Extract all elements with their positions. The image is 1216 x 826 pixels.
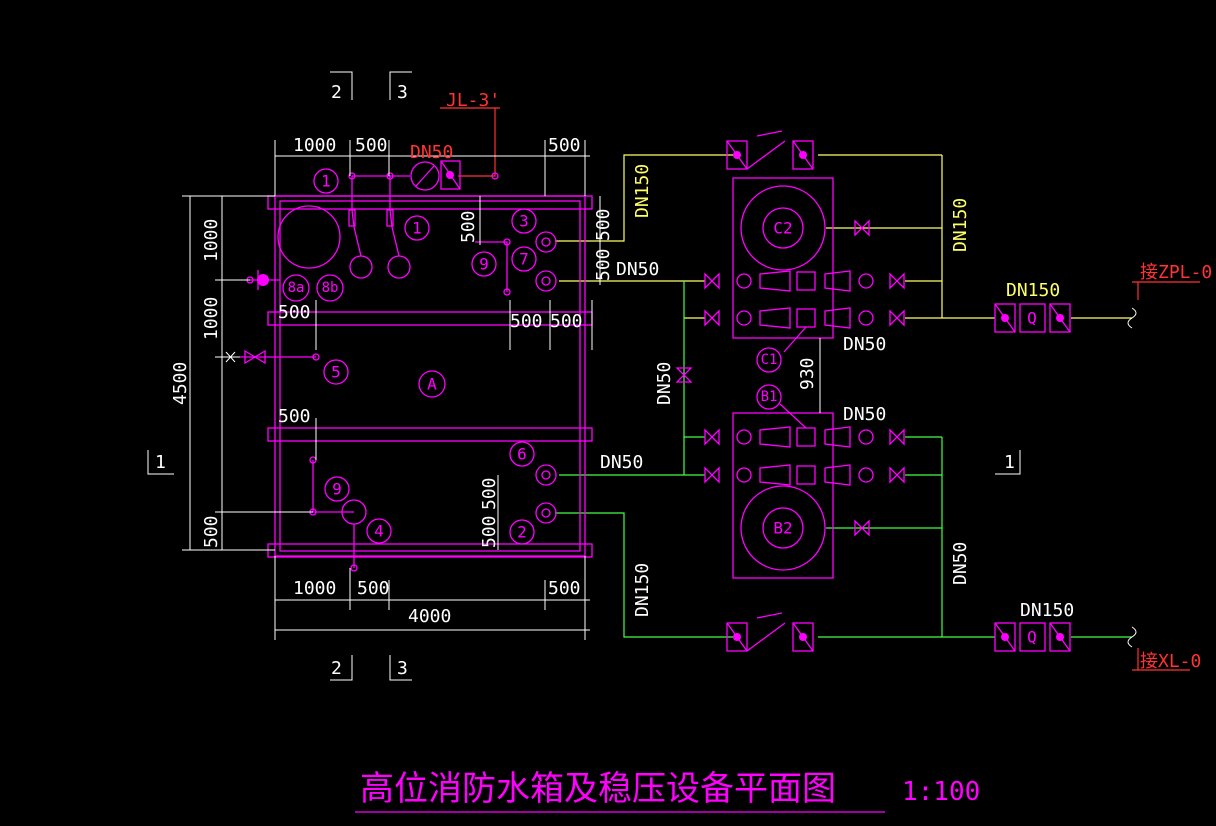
dimension-value: 1000 <box>201 297 222 340</box>
dimension-value: 4000 <box>408 606 451 627</box>
tank-drain-pipes <box>225 270 320 365</box>
dimension-value: 500 <box>593 248 614 281</box>
dimension-texts: 1000 500 500 1000 500 500 4000 500 500 5… <box>170 135 818 627</box>
pipe-size-label: DN50 <box>950 542 971 585</box>
connection-label-zpl: 接ZPL-0 <box>1140 262 1212 283</box>
pipe-size-label: DN50 <box>843 404 886 425</box>
pressure-gauge-icon <box>410 161 440 191</box>
bubble-8b: 8b <box>322 280 339 296</box>
riser-label-jl: JL-3' <box>446 90 500 111</box>
flow-meter-symbol: Q <box>1027 309 1037 328</box>
dimension-value: 1000 <box>293 135 336 156</box>
dimension-value: 930 <box>797 357 818 390</box>
dimension-value: 500 <box>479 477 500 510</box>
section-mark-1: 1 <box>1004 452 1015 473</box>
pipe-size-label: DN150 <box>1006 280 1060 301</box>
pump-set-c <box>732 177 874 353</box>
dimension-value: 500 <box>550 311 583 332</box>
flow-meter-top: Q <box>994 303 1071 333</box>
water-tank <box>267 176 593 572</box>
section-mark-3: 3 <box>397 82 408 103</box>
bubble-5: 5 <box>331 363 341 382</box>
dimension-value: 500 <box>510 311 543 332</box>
dimension-value: 1000 <box>293 578 336 599</box>
drawing-title: 高位消防水箱及稳压设备平面图 <box>360 769 836 809</box>
dimension-value: 500 <box>593 208 614 241</box>
bubble-B2: B2 <box>773 519 792 538</box>
bubble-B1: B1 <box>761 389 778 405</box>
yellow-pipes <box>555 154 1132 319</box>
pipe-size-label: DN50 <box>410 142 453 163</box>
bubble-1: 1 <box>412 219 422 238</box>
bubble-A: A <box>427 375 437 394</box>
bubble-4: 4 <box>374 522 384 541</box>
bubble-3: 3 <box>519 212 529 231</box>
pipe-size-label: DN150 <box>632 563 653 617</box>
dimension-value: 500 <box>278 406 311 427</box>
section-marks: 2 3 2 3 1 1 <box>147 71 1021 681</box>
section-mark-2: 2 <box>331 82 342 103</box>
dimension-lines <box>182 140 821 640</box>
bubble-9: 9 <box>479 255 489 274</box>
dimension-value: 500 <box>278 302 311 323</box>
check-valve-top <box>726 130 814 170</box>
dimension-value: 1000 <box>201 219 222 262</box>
flow-meter-bottom: Q <box>994 622 1071 652</box>
connection-label-xl: 接XL-0 <box>1140 651 1201 672</box>
section-mark-2: 2 <box>331 658 342 679</box>
pipe-size-label: DN150 <box>632 164 653 218</box>
dimension-value: 500 <box>479 515 500 548</box>
pipe-size-label: DN150 <box>950 198 971 252</box>
tank-inlet <box>348 160 499 191</box>
green-pipes <box>555 281 1132 638</box>
bubble-9: 9 <box>332 480 342 499</box>
pipe-size-label: DN50 <box>843 334 886 355</box>
dimension-value: 500 <box>355 135 388 156</box>
bubble-1: 1 <box>321 172 331 191</box>
pipe-size-label: DN150 <box>1020 600 1074 621</box>
drawing-scale: 1:100 <box>902 777 980 807</box>
gate-valve-icons <box>675 219 905 537</box>
drawing-title-block: 高位消防水箱及稳压设备平面图 1:100 <box>355 769 980 813</box>
pipe-size-label: DN50 <box>616 259 659 280</box>
inlet-valve-icon <box>440 160 461 190</box>
dimension-value: 500 <box>357 578 390 599</box>
pipe-size-label: DN50 <box>654 362 675 405</box>
dimension-value: 500 <box>548 135 581 156</box>
check-valve-bottom <box>726 612 814 652</box>
bubble-6: 6 <box>517 445 527 464</box>
bubble-C1: C1 <box>761 352 778 368</box>
bubble-8a: 8a <box>288 280 305 296</box>
flow-meter-symbol: Q <box>1027 628 1037 647</box>
pipe-labels: JL-3' DN50 DN50 DN50 DN50 DN50 DN150 DN1… <box>410 90 1212 672</box>
dimension-value: 500 <box>201 515 222 548</box>
dimension-value: 500 <box>458 210 479 243</box>
bubble-7: 7 <box>519 250 529 269</box>
bubble-C2: C2 <box>773 219 792 238</box>
bubble-2: 2 <box>517 523 527 542</box>
dimension-value: 4500 <box>170 362 191 405</box>
red-riser <box>440 107 1200 671</box>
pipe-size-label: DN50 <box>600 452 643 473</box>
section-mark-3: 3 <box>397 658 408 679</box>
pump-set-b <box>732 403 874 579</box>
section-mark-1: 1 <box>155 452 166 473</box>
bubble-labels: 1 1 3 9 7 8a 8b 5 A 6 9 4 2 C2 C1 B1 B2 <box>282 168 793 545</box>
dimension-value: 500 <box>548 578 581 599</box>
